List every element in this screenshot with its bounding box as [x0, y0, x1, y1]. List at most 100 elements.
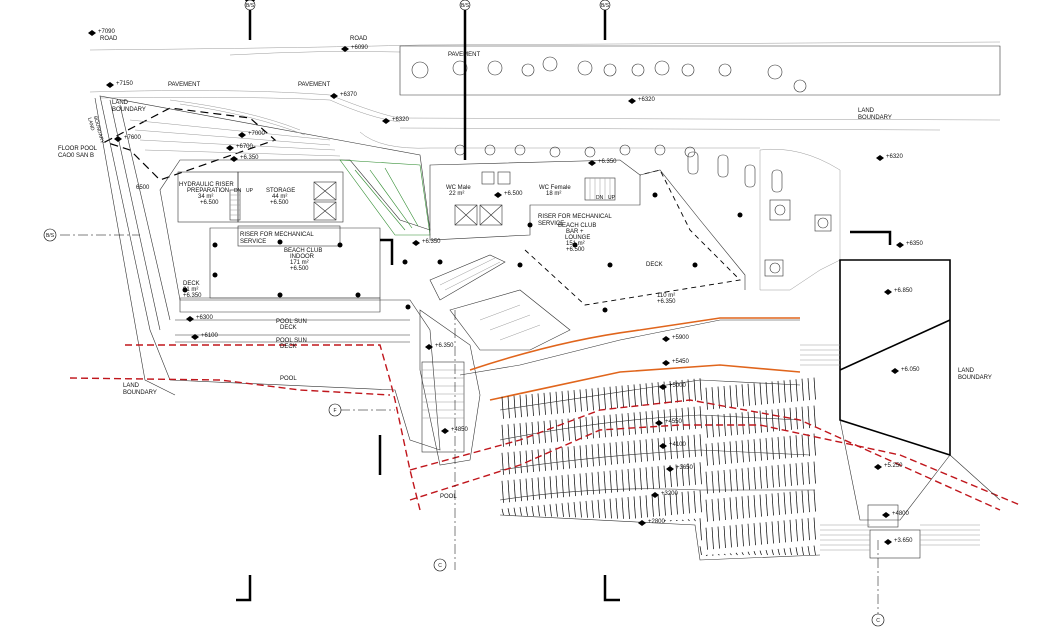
grid-markers [236, 0, 892, 602]
terrace-hatch-stroke [669, 437, 672, 460]
terrace-hatch-stroke [735, 412, 738, 435]
terrace-hatch-stroke [567, 474, 570, 497]
room-label-wc-female: WC Female [539, 185, 571, 191]
terrace-hatch-stroke [759, 466, 762, 489]
terrace-hatch-stroke [531, 421, 534, 445]
terrace-hatch-stroke [525, 394, 528, 417]
terrace-hatch-stroke [501, 452, 504, 475]
terrace-hatch-stroke [771, 465, 774, 488]
deck-label: DECK [183, 281, 200, 287]
terrace-hatch-stroke [801, 490, 804, 513]
terrace-hatch-stroke [525, 422, 528, 445]
riser-label: SERVICE [240, 239, 266, 245]
terrace-hatch-stroke [813, 545, 816, 556]
terrace-hatch-stroke [807, 546, 810, 556]
terrace-hatch-stroke [621, 441, 624, 464]
columns [182, 192, 743, 313]
terrace-hatch-stroke [633, 496, 636, 519]
terrace-hatch-stroke [765, 466, 768, 489]
terrace-hatch-stroke [531, 505, 534, 517]
terrace-hatch-stroke [729, 469, 732, 492]
terrace-hatch-stroke [543, 392, 546, 415]
terrace-hatch-stroke [519, 507, 522, 516]
terrace-hatch-stroke [543, 448, 546, 471]
terrace-hatch-stroke [711, 387, 714, 410]
terrace-hatch-stroke [627, 412, 630, 436]
level-marker: +6100 [201, 333, 219, 339]
terrace-hatch-stroke [711, 415, 714, 438]
level-marker: +7600 [124, 135, 142, 141]
terrace-hatch-stroke [573, 418, 576, 441]
terrace-hatch-stroke [561, 419, 564, 442]
terrace-hatch-stroke [699, 518, 702, 541]
land-boundary-label: LAND [958, 368, 975, 374]
terrace-hatch-stroke [759, 382, 762, 405]
room-label-wc-male: WC Male [446, 185, 471, 191]
level-marker: +6320 [886, 154, 904, 160]
terrace-hatch-stroke [795, 463, 798, 486]
terrace-hatch-stroke [783, 380, 786, 403]
terrace-hatch-stroke [579, 445, 582, 468]
terrace-hatch-stroke [795, 407, 798, 430]
bar-deck-edge [639, 169, 746, 290]
level-marker: +6320 [392, 117, 410, 123]
road-label: ROAD [350, 36, 368, 42]
terrace-hatch-stroke [627, 440, 630, 464]
room-area: 171 m² [290, 260, 309, 266]
terrace-hatch-stroke [783, 436, 786, 459]
terrace-hatch-stroke [645, 467, 648, 490]
terrace-hatch-stroke [507, 452, 510, 475]
terrace-hatch-stroke [651, 410, 654, 433]
terrace-hatch-stroke [591, 416, 594, 439]
terrace-hatch-stroke [549, 420, 552, 443]
terrace-hatch-stroke [771, 381, 774, 404]
terrace-hatch-stroke [675, 408, 678, 431]
terrace-hatch-stroke [693, 490, 696, 513]
terrace-hatch-stroke [687, 435, 690, 458]
terrace-hatch-stroke [795, 491, 798, 514]
terrace-hatch-stroke [741, 524, 744, 547]
terrace-hatch-stroke [699, 546, 702, 556]
terrace-hatch-stroke [783, 520, 786, 543]
level-marker: +5900 [672, 335, 690, 341]
pool-label: POOL [280, 376, 297, 382]
terrace-hatch-stroke [645, 439, 648, 462]
terrace-hatch-stroke [777, 492, 780, 515]
terrace-hatch-stroke [555, 447, 558, 470]
section-marker-left-icon: B/S [43, 228, 57, 242]
terrace-hatch-stroke [651, 466, 654, 489]
terrace-hatch-stroke [615, 442, 618, 465]
terrace-hatch-stroke [675, 380, 678, 403]
level-marker: +6090 [351, 45, 369, 51]
stair-dn-label: DN [596, 195, 604, 201]
terrace-hatch-stroke [681, 435, 684, 458]
terrace-hatch-stroke [507, 508, 510, 516]
terrace-hatch-stroke [585, 500, 588, 518]
terrace-hatch-stroke [555, 419, 558, 442]
terrace-hatch-stroke [771, 437, 774, 460]
land-boundary-dash [103, 107, 277, 181]
terrace-hatch-stroke [651, 494, 654, 517]
terrace-hatch-stroke [741, 384, 744, 407]
terrace-hatch-stroke [759, 550, 762, 556]
terrace-hatch-stroke [735, 552, 738, 556]
terrace-hatch-stroke [765, 382, 768, 405]
terrace-hatch-stroke [603, 443, 606, 466]
red-boundary-3 [409, 424, 1021, 506]
terrace-hatch-stroke [657, 494, 660, 517]
terrace-hatch-stroke [783, 464, 786, 487]
terrace-hatch-stroke [675, 492, 678, 515]
deck-area: 91 m² [183, 287, 198, 293]
room-level: +6.500 [270, 200, 289, 206]
level-marker: +6320 [638, 97, 656, 103]
terrace-hatch-stroke [537, 477, 540, 500]
terrace-hatch-stroke [573, 390, 576, 413]
level-marker: +6.350 [435, 343, 454, 349]
terrace-hatch-stroke [567, 390, 570, 413]
level-marker: +6.350 [422, 239, 441, 245]
room-label-storage: STORAGE [266, 188, 295, 194]
terrace-hatch-stroke [747, 495, 750, 518]
terrace-hatch-stroke [597, 415, 600, 438]
room-label-beach-bar: BEACH CLUB [558, 223, 596, 229]
terrace-hatch-stroke [591, 500, 594, 518]
